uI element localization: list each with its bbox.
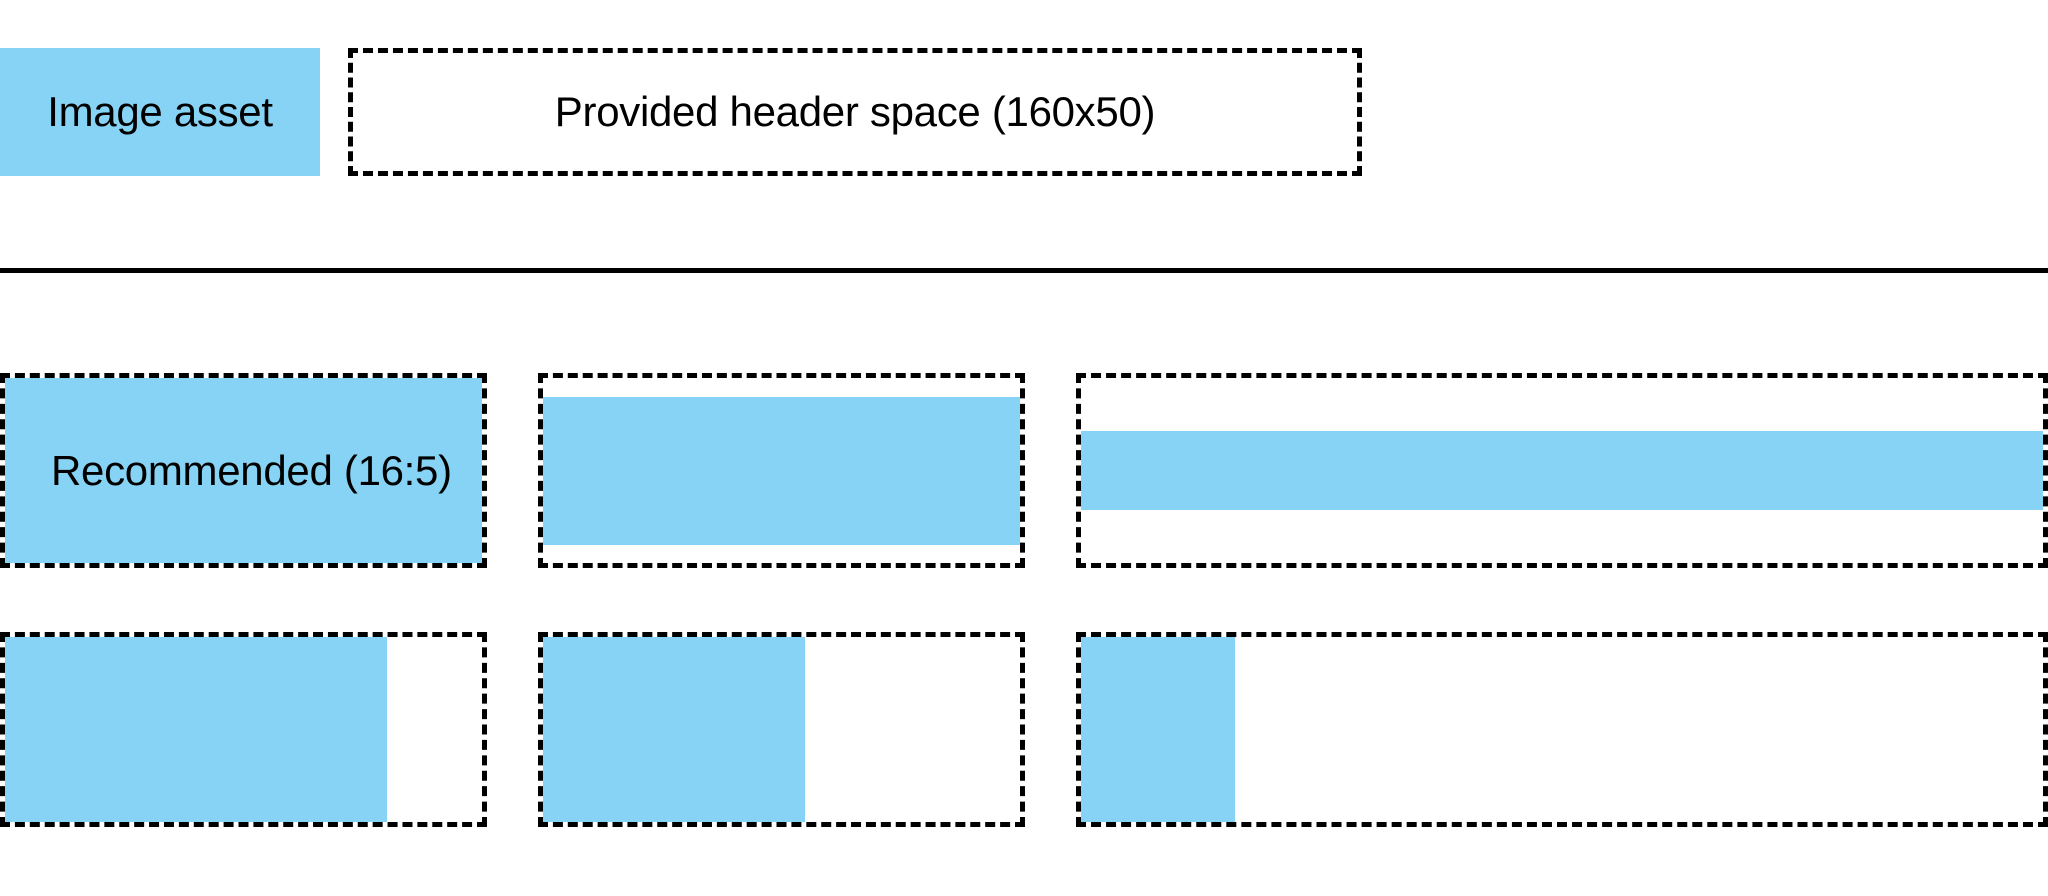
image-asset-swatch-label: Image asset: [47, 88, 273, 135]
cell-wide-fill-fill: [5, 637, 387, 822]
provided-header-space-box: Provided header space (160x50): [348, 48, 1362, 176]
cell-narrow-fill-fill: [1081, 637, 1235, 822]
cell-full-width-inset-height: [538, 373, 1025, 568]
cell-full-width-short-height: [1076, 373, 2048, 568]
cell-full-width-inset-height-fill: [543, 396, 1020, 545]
image-asset-swatch: Image asset: [0, 48, 320, 176]
cell-full-width-short-height-fill: [1081, 430, 2043, 511]
section-divider: [0, 268, 2048, 273]
sample-grid: Recommended (16:5): [0, 373, 2048, 827]
provided-header-space-label: Provided header space (160x50): [554, 88, 1156, 135]
width-variation-row: [0, 632, 2048, 827]
cell-medium-fill: [538, 632, 1025, 827]
cell-narrow-fill: [1076, 632, 2048, 827]
cell-recommended: Recommended (16:5): [0, 373, 487, 568]
aspect-ratio-row: Recommended (16:5): [0, 373, 2048, 568]
cell-medium-fill-fill: [543, 637, 806, 822]
cell-recommended-fill: [5, 378, 482, 563]
legend-row: Image asset Provided header space (160x5…: [0, 48, 2048, 176]
cell-wide-fill: [0, 632, 487, 827]
